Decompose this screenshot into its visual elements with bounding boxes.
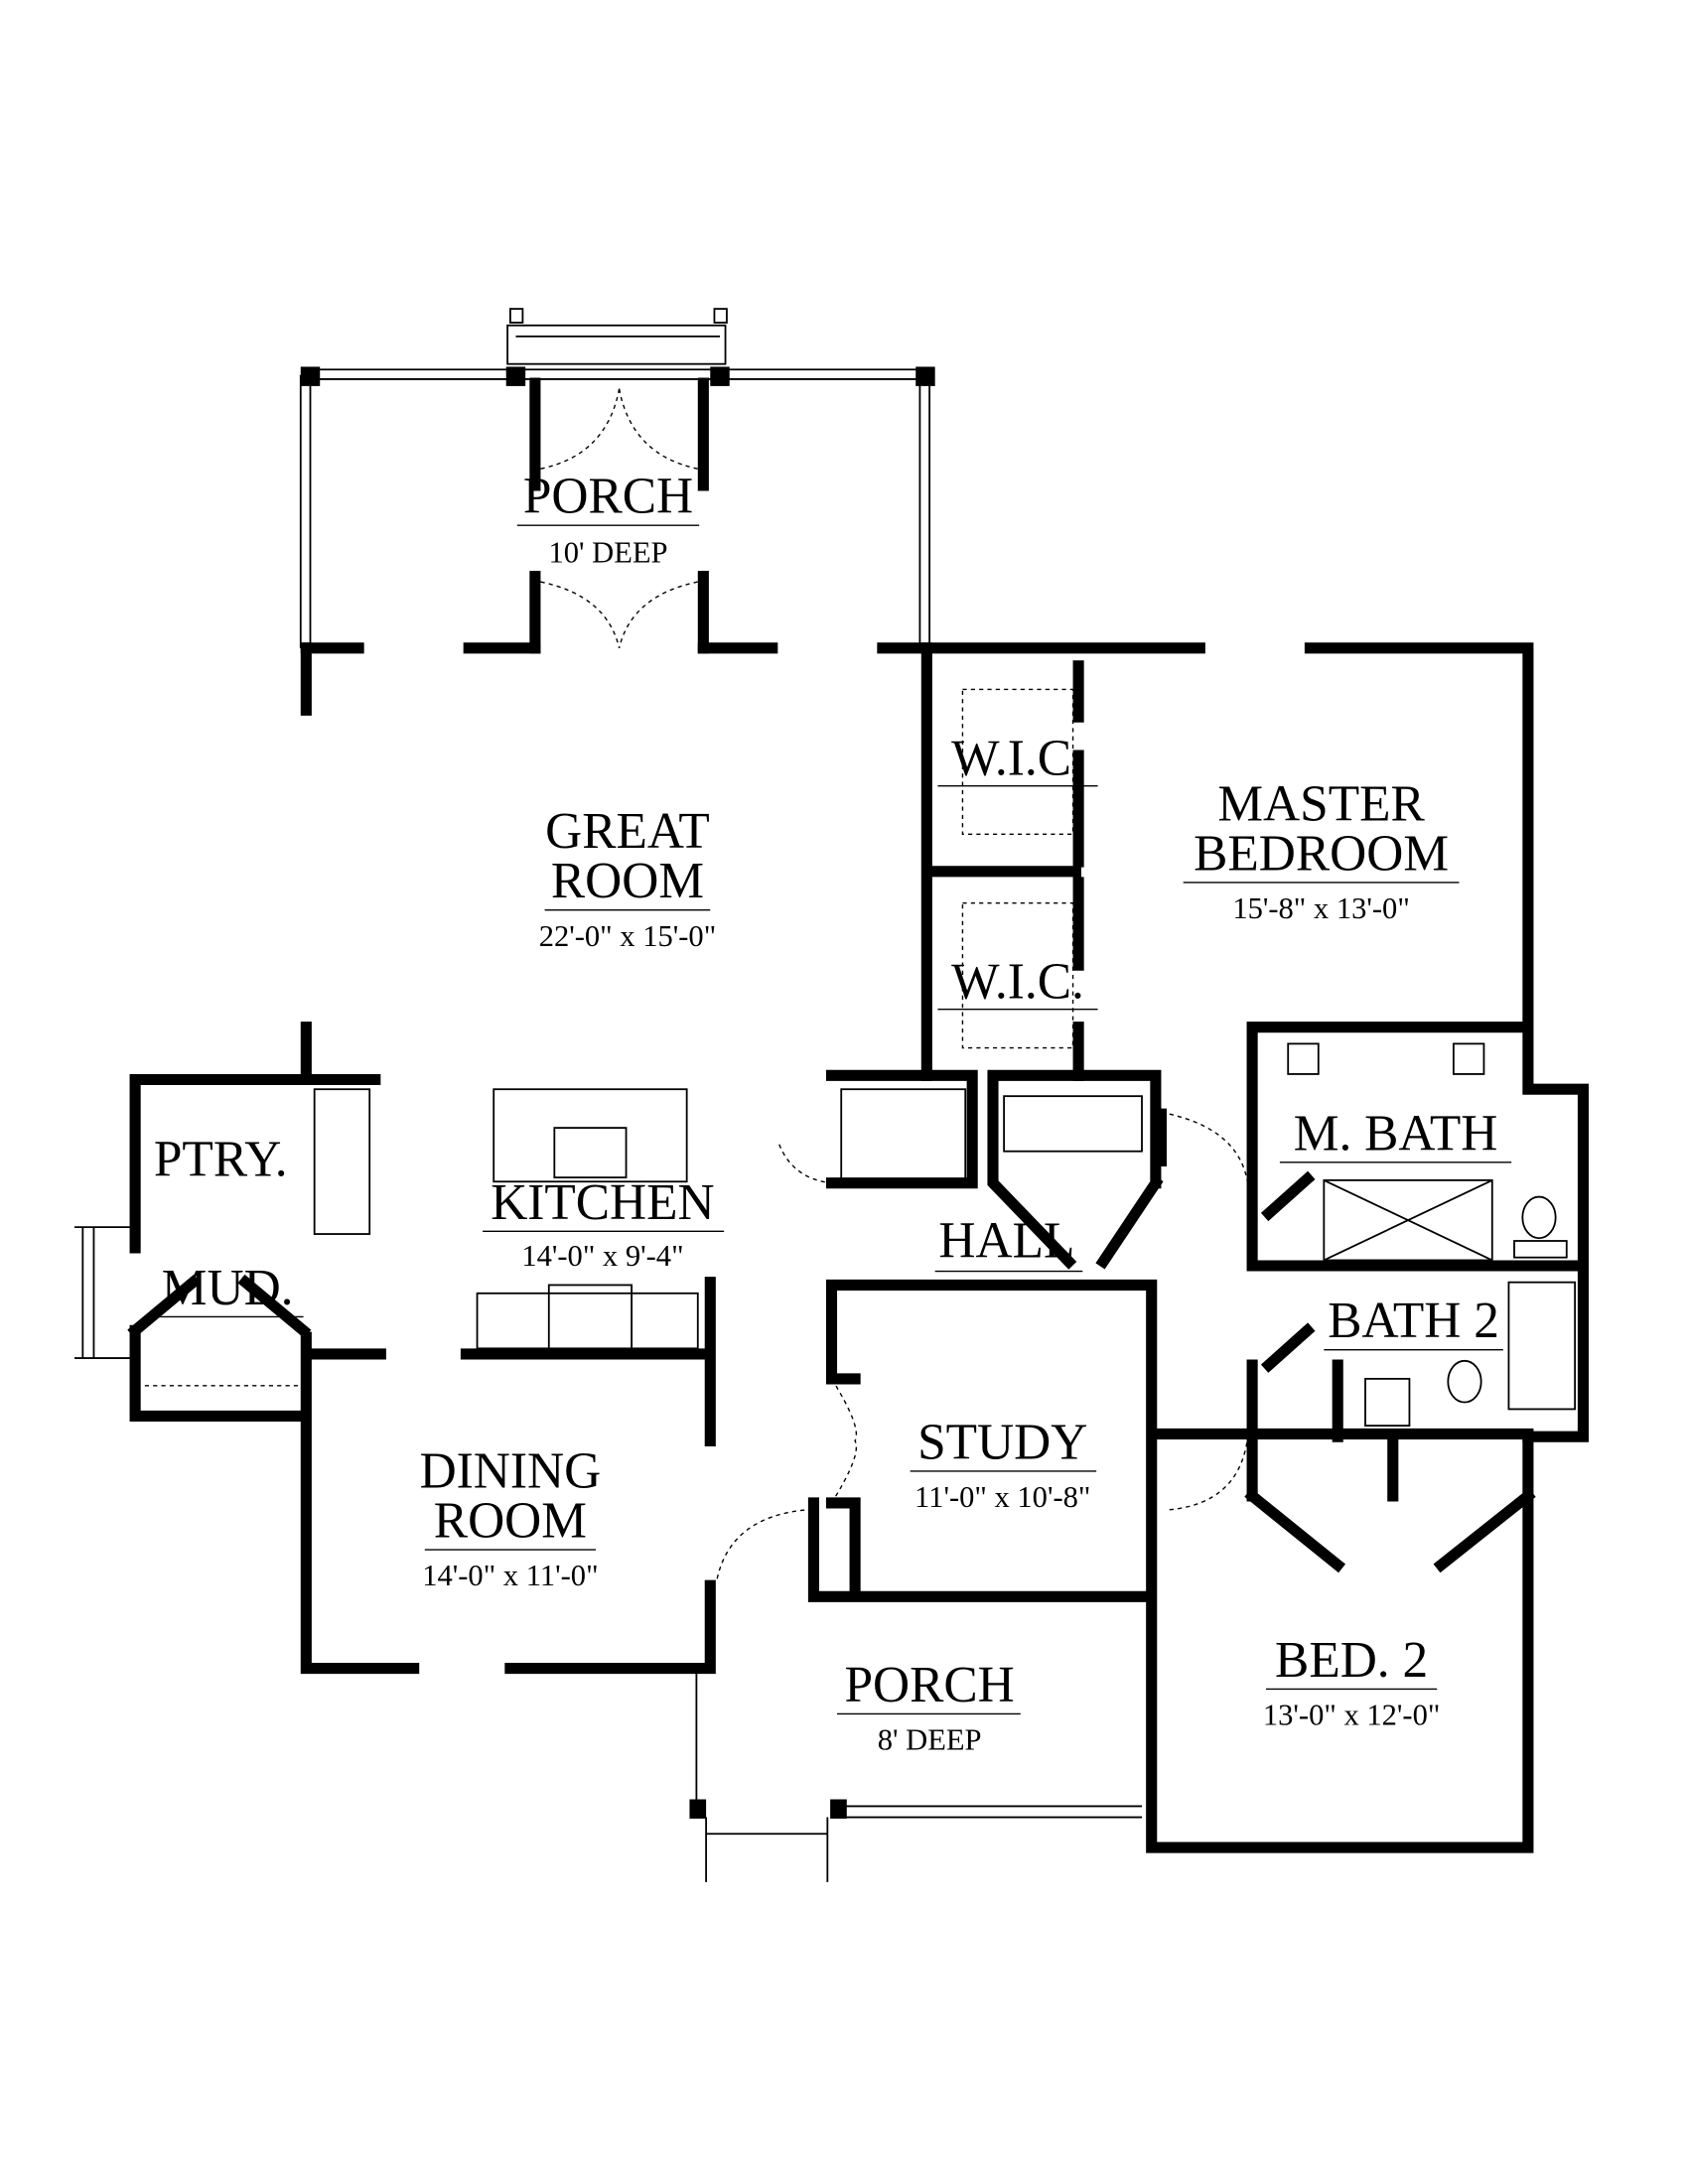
dining-label-1: DINING	[420, 1443, 602, 1500]
master-label-2: BEDROOM	[1194, 825, 1449, 882]
dining-label-2: ROOM	[434, 1493, 587, 1550]
porch-rear-dim: 10' DEEP	[548, 536, 667, 570]
porch-front-dim: 8' DEEP	[878, 1722, 982, 1756]
wic-2-label: W.I.C.	[951, 954, 1084, 1011]
wic-1-label: W.I.C.	[951, 731, 1084, 787]
study-label: STUDY	[917, 1414, 1087, 1470]
porch-front-label: PORCH	[844, 1657, 1014, 1713]
bed2-dim: 13'-0" x 12'-0"	[1263, 1698, 1440, 1731]
ptry-label: PTRY.	[154, 1132, 288, 1188]
rear-porch-structure	[299, 308, 935, 654]
mbath-label: M. BATH	[1294, 1105, 1498, 1161]
walls	[74, 642, 1589, 1882]
bed2-label: BED. 2	[1275, 1632, 1428, 1689]
great-room-label-2: ROOM	[551, 853, 704, 909]
kitchen-dim: 14'-0" x 9'-4"	[521, 1239, 683, 1273]
room-labels: PORCH 10' DEEP GREAT ROOM 22'-0" x 15'-0…	[151, 469, 1512, 1756]
master-label-1: MASTER	[1217, 775, 1425, 832]
great-room-dim: 22'-0" x 15'-0"	[539, 919, 716, 953]
porch-rear-label: PORCH	[523, 469, 693, 525]
kitchen-label: KITCHEN	[491, 1174, 714, 1231]
study-dim: 11'-0" x 10'-8"	[914, 1480, 1090, 1514]
bath2-label: BATH 2	[1328, 1293, 1499, 1349]
hall-label: HALL	[938, 1213, 1074, 1270]
dining-dim: 14'-0" x 11'-0"	[422, 1559, 598, 1592]
mud-label: MUD.	[162, 1260, 294, 1316]
great-room-label-1: GREAT	[545, 803, 710, 860]
master-dim: 15'-8" x 13'-0"	[1232, 891, 1409, 925]
